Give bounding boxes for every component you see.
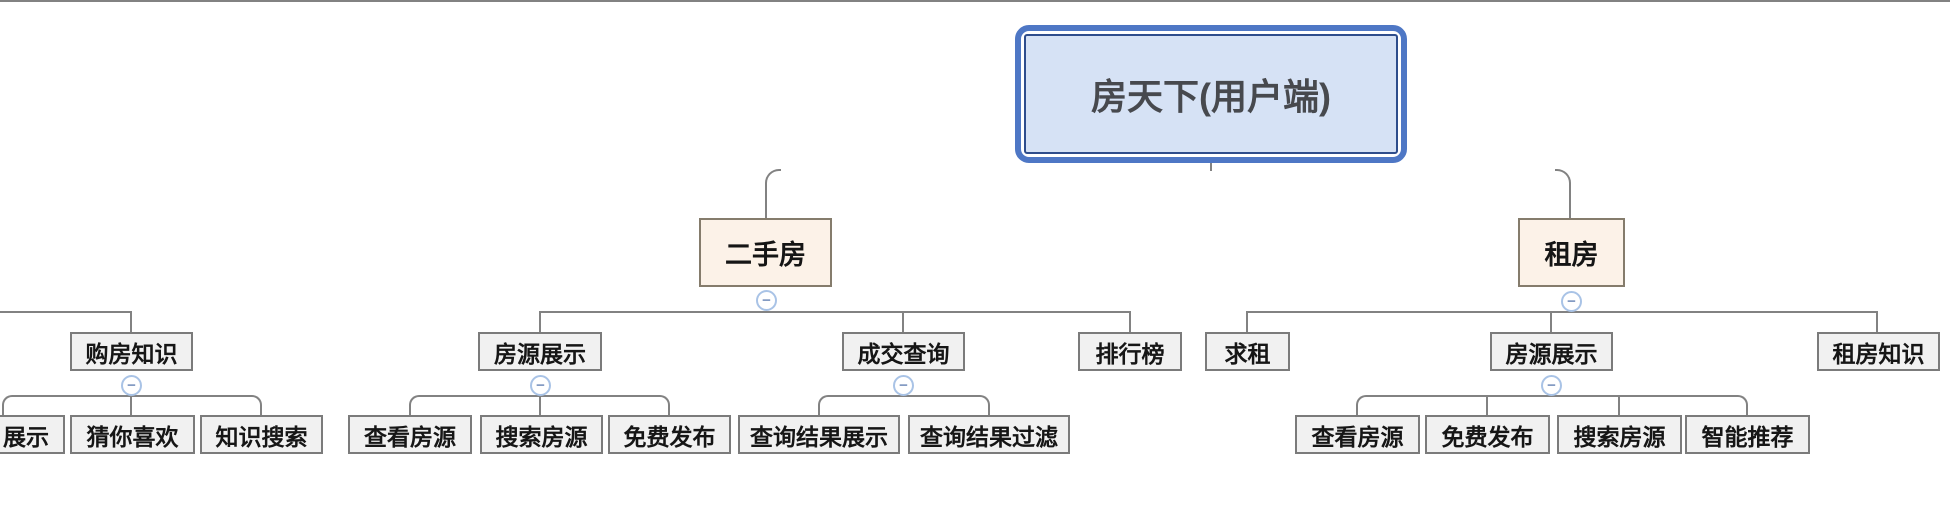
node-chengjiaochaxun[interactable]: 成交查询 [842, 332, 965, 371]
collapse-icon[interactable]: − [1541, 375, 1562, 396]
connector-rail-fangyuanzhanshi2-children [1356, 395, 1748, 415]
branch-node-ershoufang[interactable]: 二手房 [699, 218, 832, 287]
connector-stub-sousuofangyuan1 [539, 395, 541, 415]
node-qiuzu[interactable]: 求租 [1205, 332, 1290, 371]
connector-top-rail [0, 0, 1950, 2]
connector-rail-zufang-children [1246, 311, 1878, 332]
leaf-mianfeifabu-2[interactable]: 免费发布 [1425, 415, 1550, 454]
collapse-icon[interactable]: − [893, 375, 914, 396]
connector-rail-ershoufang-children [539, 311, 1131, 332]
node-fangyuanzhanshi-ershou[interactable]: 房源展示 [478, 332, 602, 371]
leaf-chaxunjieguozhanshi[interactable]: 查询结果展示 [738, 415, 900, 454]
node-goufangzhishi[interactable]: 购房知识 [70, 332, 193, 371]
connector-rail-goufangzhishi-children [2, 395, 262, 415]
connector-zufang [1555, 169, 1571, 218]
leaf-zhanshi-clipped[interactable]: 展示 [0, 415, 65, 454]
branch-node-zufang[interactable]: 租房 [1518, 218, 1625, 287]
connector-stub-chengjiaochaxun [902, 311, 904, 332]
node-fangyuanzhanshi-zufang[interactable]: 房源展示 [1490, 332, 1613, 371]
leaf-sousuofangyuan-2[interactable]: 搜索房源 [1557, 415, 1682, 454]
root-node-label: 房天下(用户端) [1024, 34, 1398, 154]
connector-stub-cainixihuan [130, 395, 132, 415]
leaf-chakanfangyuan-2[interactable]: 查看房源 [1295, 415, 1420, 454]
leaf-cainixihuan[interactable]: 猜你喜欢 [70, 415, 195, 454]
leaf-chaxunjieguoguolv[interactable]: 查询结果过滤 [908, 415, 1070, 454]
leaf-sousuofangyuan-1[interactable]: 搜索房源 [480, 415, 603, 454]
leaf-mianfeifabu-1[interactable]: 免费发布 [608, 415, 731, 454]
connector-rail-chengjiaochaxun-children [818, 395, 990, 415]
collapse-icon[interactable]: − [530, 375, 551, 396]
node-zufangzhishi[interactable]: 租房知识 [1817, 332, 1940, 371]
leaf-zhishisousuo[interactable]: 知识搜索 [200, 415, 323, 454]
leaf-chakanfangyuan-1[interactable]: 查看房源 [348, 415, 472, 454]
connector-root-stub [1210, 162, 1212, 171]
root-node-fangtianxia[interactable]: 房天下(用户端) [1015, 25, 1407, 163]
connector-stub-mianfeifabu2 [1486, 395, 1488, 415]
collapse-icon[interactable]: − [756, 290, 777, 311]
leaf-zhinengtuijian[interactable]: 智能推荐 [1685, 415, 1810, 454]
connector-stub-sousuofangyuan2 [1618, 395, 1620, 415]
connector-rail-clipped-branch [0, 311, 132, 332]
connector-stub-fangyuanzhanshi-zufang [1550, 311, 1552, 332]
node-paihangbang[interactable]: 排行榜 [1078, 332, 1182, 371]
collapse-icon[interactable]: − [121, 375, 142, 396]
connector-ershoufang [765, 169, 781, 218]
collapse-icon[interactable]: − [1561, 291, 1582, 312]
